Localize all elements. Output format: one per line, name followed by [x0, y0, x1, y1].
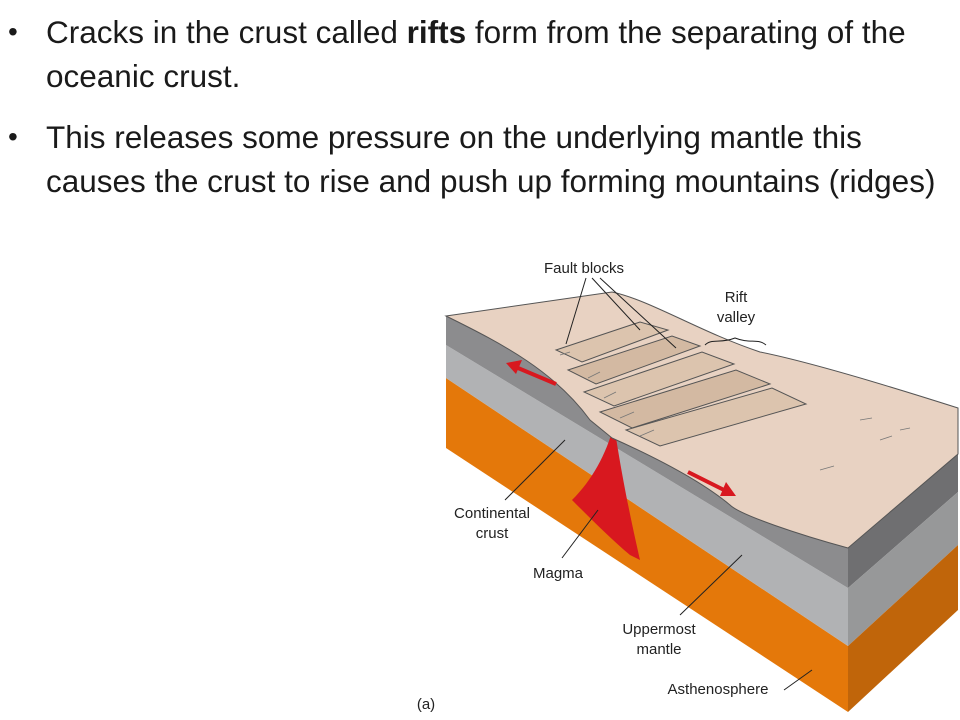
side-face-mantle	[848, 492, 958, 646]
bullet-text: This releases some pressure on the under…	[46, 119, 936, 199]
continental-crust-layer	[446, 316, 848, 588]
bullet-text-part: Cracks in the crust called	[46, 14, 407, 50]
label-panel-a: (a)	[417, 696, 435, 713]
bullet-dot-icon: •	[8, 16, 18, 47]
side-face-crust	[848, 454, 958, 588]
leader-uppermost-mantle	[679, 554, 743, 616]
label-uppermost-line1: Uppermost	[622, 621, 696, 638]
label-magma: Magma	[533, 565, 584, 582]
label-continental-line2: crust	[476, 525, 509, 542]
label-rift-line1: Rift	[725, 289, 748, 306]
side-face-asthenosphere	[848, 545, 958, 712]
leader-asthenosphere	[783, 669, 813, 691]
label-asthenosphere: Asthenosphere	[668, 681, 769, 698]
bullet-text-bold: rifts	[406, 14, 467, 50]
label-rift-line2: valley	[717, 309, 756, 326]
label-uppermost-line2: mantle	[636, 641, 681, 658]
leader-rift-bracket	[704, 337, 767, 346]
divergence-arrow-left	[506, 360, 557, 386]
uppermost-mantle-layer	[446, 345, 848, 646]
divergence-arrow-right	[687, 470, 736, 496]
bullet-item-rifts: • Cracks in the crust called rifts form …	[8, 10, 948, 98]
bullet-item-pressure: • This releases some pressure on the und…	[8, 115, 948, 203]
bullet-list: • Cracks in the crust called rifts form …	[8, 10, 948, 220]
bullet-text-part: form from the separating of the oceanic …	[46, 14, 906, 94]
leader-continental-crust	[504, 439, 566, 501]
asthenosphere-layer	[446, 378, 848, 712]
leader-magma	[561, 509, 599, 559]
magma-plume	[572, 425, 640, 560]
fault-scarp-lines	[559, 351, 911, 471]
label-fault-blocks: Fault blocks	[544, 260, 624, 277]
leader-fault-blocks	[565, 277, 677, 349]
bullet-dot-icon: •	[8, 121, 18, 152]
fault-blocks	[554, 321, 808, 447]
label-continental-line1: Continental	[454, 505, 530, 522]
